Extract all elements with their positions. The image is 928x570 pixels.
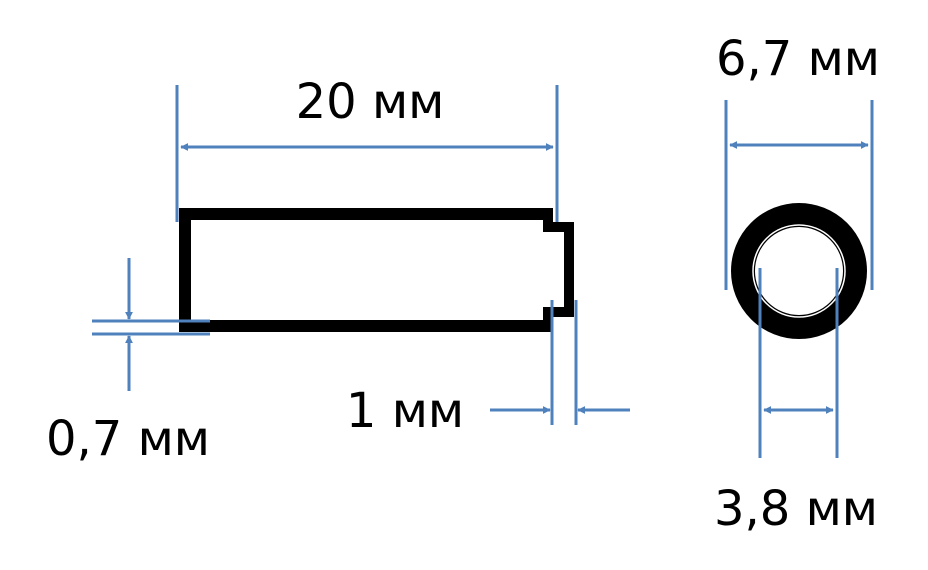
tube-side-view bbox=[179, 208, 574, 332]
inner-diameter-dimension bbox=[758, 268, 839, 458]
tube-end-view bbox=[731, 203, 867, 339]
length-dimension bbox=[175, 85, 559, 222]
wall-thickness-label: 0,7 мм bbox=[46, 411, 210, 467]
tube-ring-highlight bbox=[752, 224, 846, 318]
outer-diameter-dimension bbox=[724, 100, 874, 290]
tube-ring bbox=[731, 203, 867, 339]
inner-diameter-label: 3,8 мм bbox=[714, 481, 878, 537]
outer-diameter-label: 6,7 мм bbox=[716, 31, 880, 87]
wall-thickness-dimension bbox=[92, 258, 210, 391]
length-label: 20 мм bbox=[296, 74, 445, 130]
step-depth-label: 1 мм bbox=[346, 383, 464, 439]
step-depth-dimension bbox=[490, 300, 630, 425]
tube-side-outline bbox=[179, 208, 553, 332]
tube-end-step bbox=[543, 214, 574, 326]
